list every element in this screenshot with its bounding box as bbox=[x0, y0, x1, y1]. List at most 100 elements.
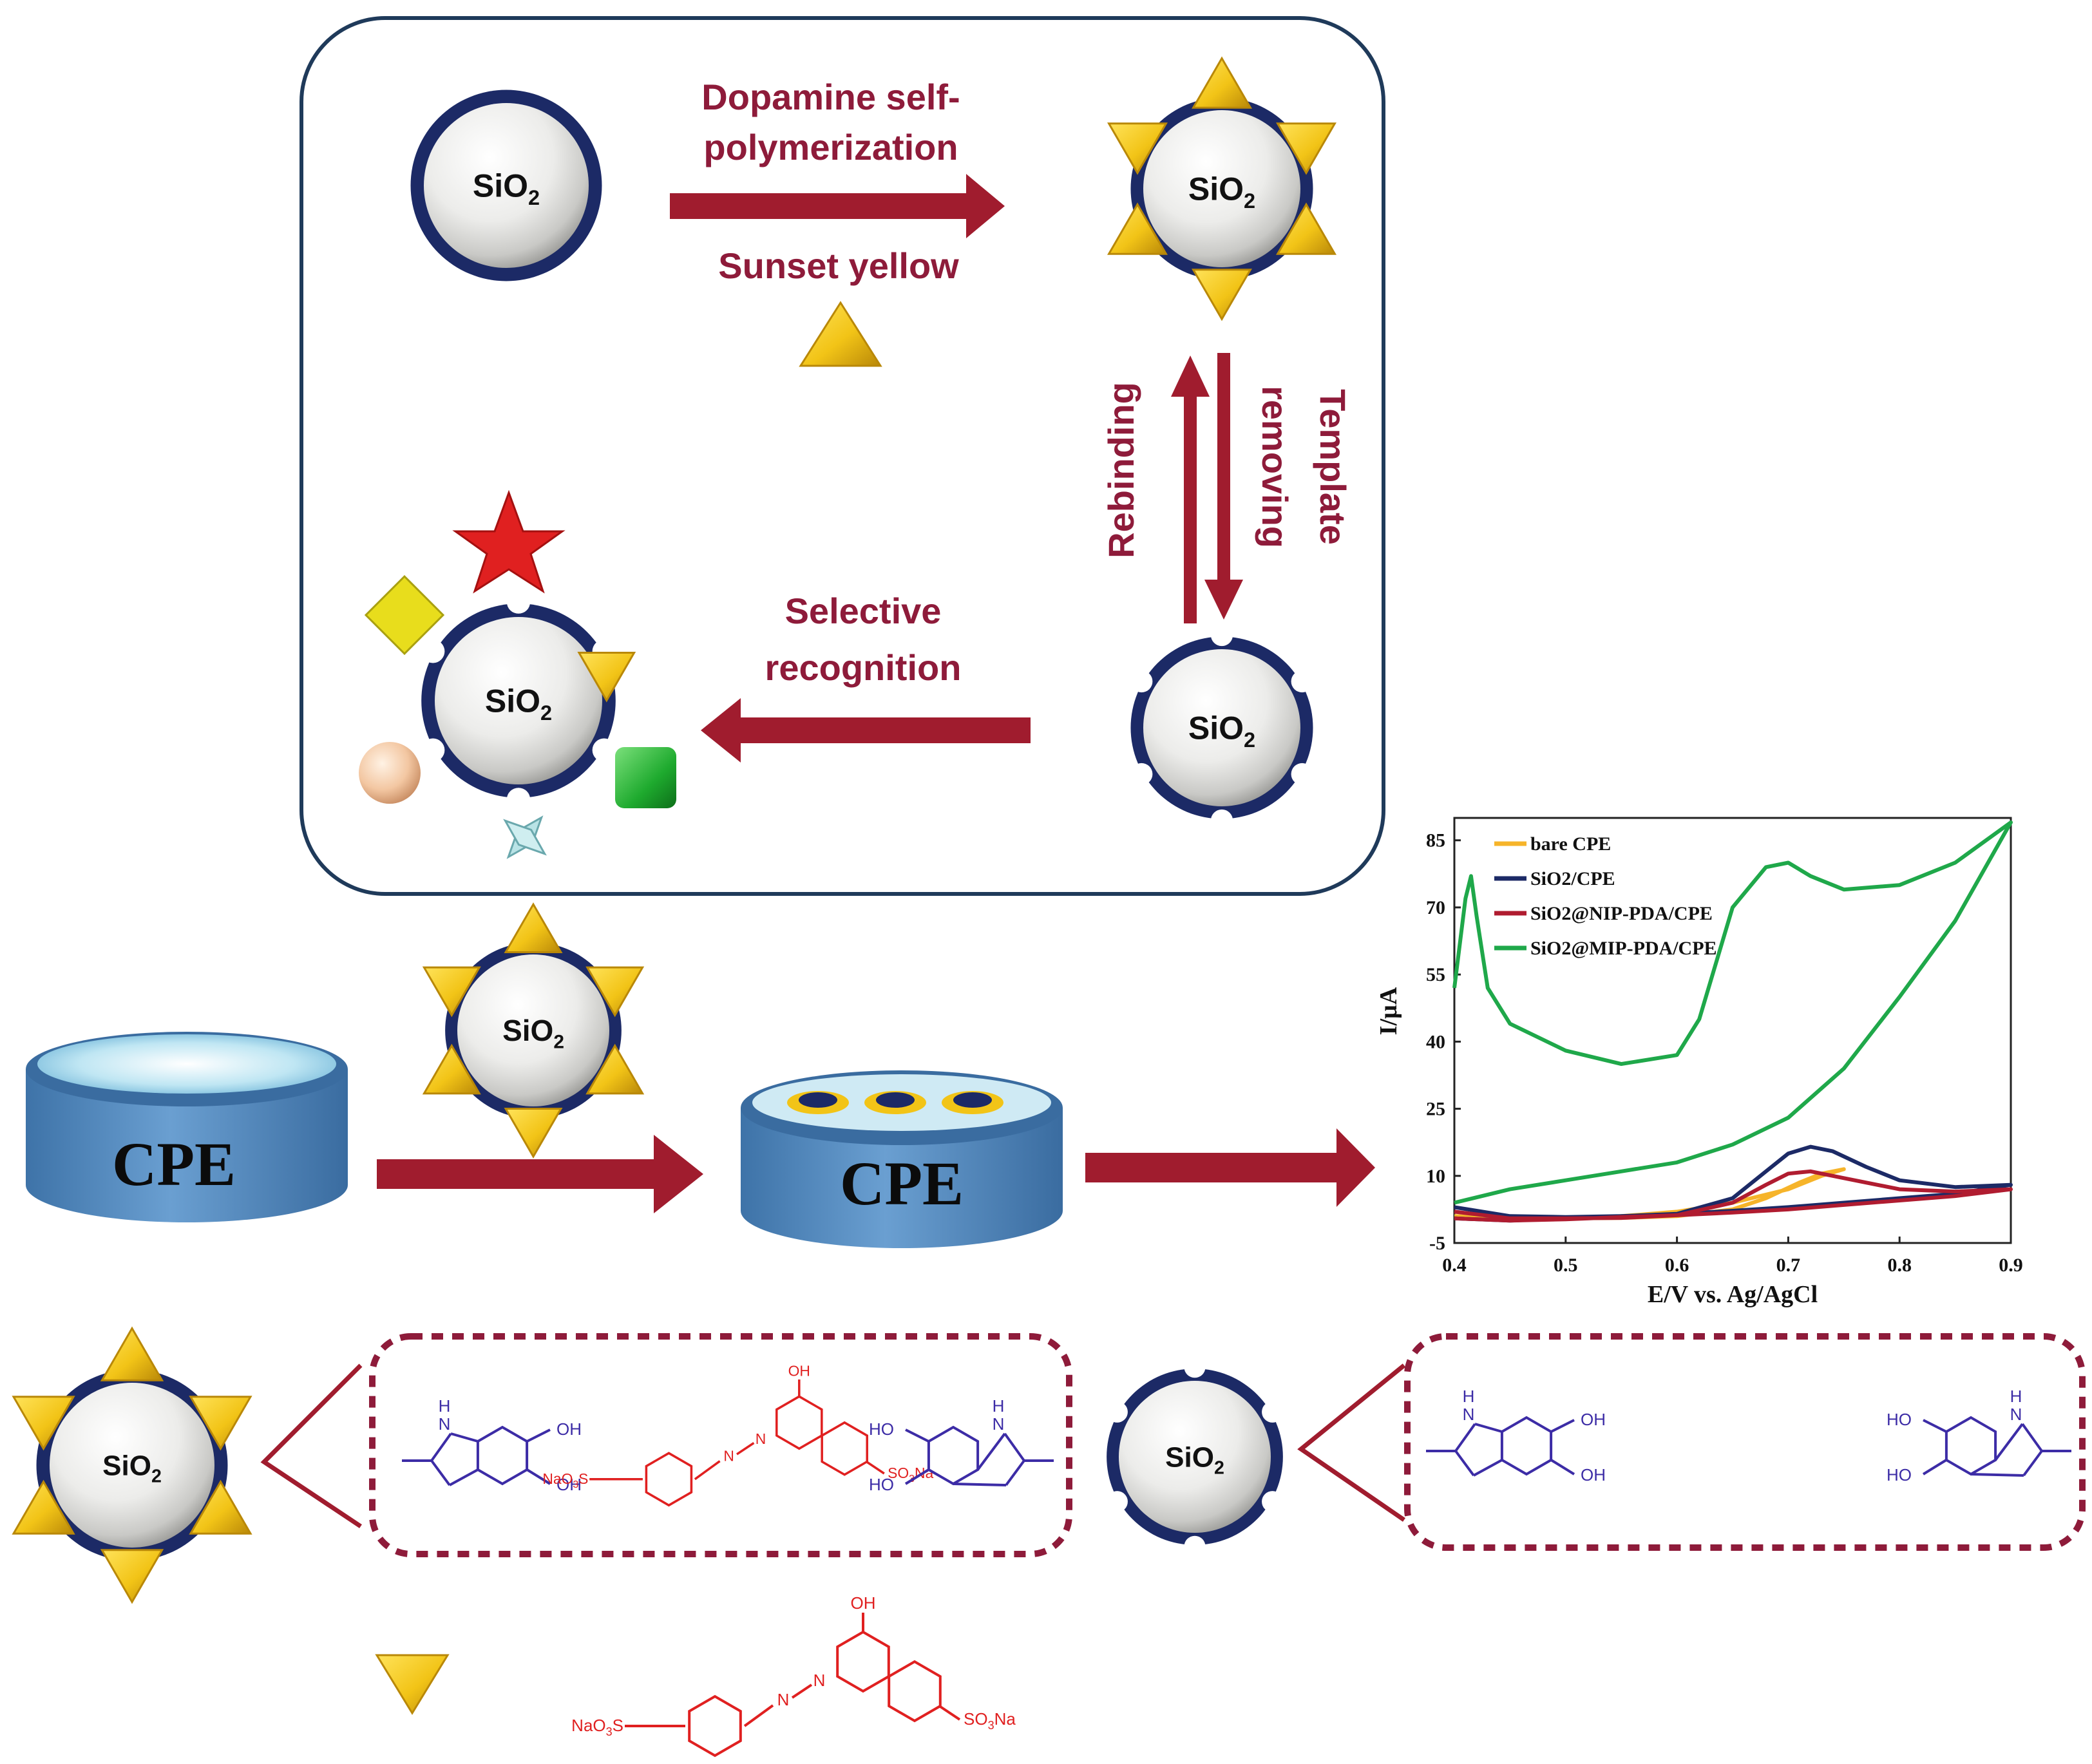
atom-label: OH bbox=[556, 1475, 582, 1494]
atom-label: N bbox=[723, 1448, 734, 1465]
series-line-3 bbox=[1452, 820, 2013, 1205]
atom-label: N bbox=[439, 1414, 451, 1434]
callout-box-imprinted bbox=[369, 1333, 1072, 1557]
star-icon bbox=[452, 489, 566, 594]
bond bbox=[1550, 1419, 1575, 1433]
y-tick-label: 70 bbox=[1426, 897, 1445, 918]
cavity-notch bbox=[1184, 1535, 1206, 1557]
triangle-template-icon bbox=[375, 1654, 450, 1715]
atom-label: OH bbox=[556, 1419, 582, 1439]
callout-line-right bbox=[1297, 1363, 1406, 1522]
triangle-template-icon bbox=[1192, 56, 1252, 109]
cpe-label-modified: CPE bbox=[840, 1149, 964, 1218]
atom-label: N bbox=[2010, 1405, 2022, 1424]
step3-label-line2: recognition bbox=[765, 647, 962, 688]
square-icon bbox=[615, 747, 676, 808]
sio2-sphere-icon: SiO2 bbox=[422, 902, 645, 1159]
phenyl-ring bbox=[645, 1452, 693, 1507]
diamond-icon bbox=[364, 574, 445, 656]
bond bbox=[449, 1468, 479, 1486]
atom-label: N bbox=[777, 1690, 790, 1709]
triangle-template-icon bbox=[577, 652, 636, 703]
cavity-notch bbox=[1210, 623, 1233, 647]
step1-label-line2: polymerization bbox=[703, 127, 958, 167]
electrode-icon: CPE bbox=[741, 1070, 1063, 1248]
bond bbox=[976, 1432, 1006, 1471]
cavity-notch bbox=[1262, 1491, 1284, 1513]
callout-box-cavity bbox=[1404, 1333, 2086, 1551]
y-tick-label: 40 bbox=[1426, 1031, 1445, 1052]
cross-icon bbox=[503, 815, 547, 859]
step3-label-line1: Selective bbox=[785, 591, 942, 631]
x-tick-label: 0.9 bbox=[1999, 1255, 2023, 1276]
bond bbox=[866, 1461, 885, 1475]
x-tick-label: 0.8 bbox=[1887, 1255, 1912, 1276]
benzene-ring bbox=[927, 1425, 980, 1486]
series-line-2 bbox=[1454, 1169, 2013, 1223]
bond bbox=[736, 1442, 755, 1456]
bond bbox=[694, 1460, 721, 1481]
x-tick-label: 0.6 bbox=[1665, 1255, 1689, 1276]
cavity-notch bbox=[1291, 670, 1313, 693]
cavity-notch bbox=[1184, 1356, 1206, 1378]
triangle-template-icon bbox=[1276, 202, 1336, 255]
atom-label: OH bbox=[788, 1363, 810, 1380]
bond bbox=[1550, 1459, 1575, 1475]
triangle-template-icon bbox=[12, 1479, 75, 1535]
arrow-selective-recognition bbox=[701, 698, 1031, 763]
y-tick-label: 55 bbox=[1426, 964, 1445, 985]
arrow-to-measurement bbox=[1085, 1128, 1375, 1207]
atom-label: HO bbox=[869, 1475, 894, 1494]
rebinding-label: Rebinding bbox=[1101, 382, 1141, 558]
arrow-rebinding bbox=[1171, 356, 1210, 623]
cavity-notch bbox=[592, 738, 616, 762]
triangle-template-icon bbox=[100, 1326, 164, 1381]
triangle-template-icon bbox=[189, 1479, 252, 1535]
cavity-notch bbox=[506, 590, 531, 614]
legend-entry: bare CPE bbox=[1530, 833, 1611, 855]
sulfonate-label: NaO3S bbox=[571, 1716, 623, 1738]
atom-label: H bbox=[993, 1396, 1005, 1416]
ball-icon bbox=[359, 742, 421, 804]
triangle-template-icon bbox=[189, 1396, 252, 1451]
y-tick-label: 85 bbox=[1426, 830, 1445, 851]
bond bbox=[904, 1468, 929, 1485]
cavity-notch bbox=[1210, 809, 1233, 832]
bond bbox=[1003, 1432, 1025, 1462]
sulfonate-label: SO3Na bbox=[964, 1709, 1016, 1732]
sio2-sphere-icon: SiO2 bbox=[1130, 623, 1313, 832]
step2-label-line1: Template bbox=[1313, 389, 1353, 545]
bond bbox=[1970, 1473, 2024, 1477]
naphthalene-ring-a bbox=[836, 1630, 890, 1693]
sio2-sphere-icon: SiO2 bbox=[421, 590, 636, 811]
triangle-template-icon bbox=[12, 1396, 75, 1451]
triangle-template-icon bbox=[1192, 269, 1252, 321]
bond bbox=[1994, 1423, 2024, 1461]
triangle-template-icon bbox=[100, 1549, 164, 1604]
y-axis-label: I/µA bbox=[1375, 987, 1402, 1035]
y-tick-label: 25 bbox=[1426, 1099, 1445, 1120]
bond bbox=[1005, 1459, 1025, 1486]
atom-label: N bbox=[813, 1671, 826, 1690]
callout-line-left bbox=[260, 1363, 363, 1528]
bond bbox=[1454, 1450, 1475, 1477]
sio2-sphere-icon: SiO2 bbox=[12, 1326, 252, 1604]
cavity-notch bbox=[421, 640, 445, 663]
atom-label: H bbox=[439, 1396, 451, 1416]
atom-label: N bbox=[756, 1430, 766, 1447]
x-tick-label: 0.4 bbox=[1442, 1255, 1467, 1276]
arrow-template-removing bbox=[1204, 353, 1243, 620]
bond bbox=[1474, 1423, 1503, 1433]
sulfonate-label: NaO3S bbox=[542, 1470, 588, 1490]
bond bbox=[905, 1428, 929, 1443]
x-tick-label: 0.7 bbox=[1776, 1255, 1801, 1276]
chemical-structures: NHOHOHNaO3SNNOHSO3NaNHHOHONHOHOHNHHOHONa… bbox=[402, 1363, 2071, 1758]
legend-entry: SiO2@MIP-PDA/CPE bbox=[1530, 938, 1717, 959]
bond bbox=[1923, 1419, 1947, 1433]
x-axis-label: E/V vs. Ag/AgCl bbox=[1648, 1281, 1818, 1308]
